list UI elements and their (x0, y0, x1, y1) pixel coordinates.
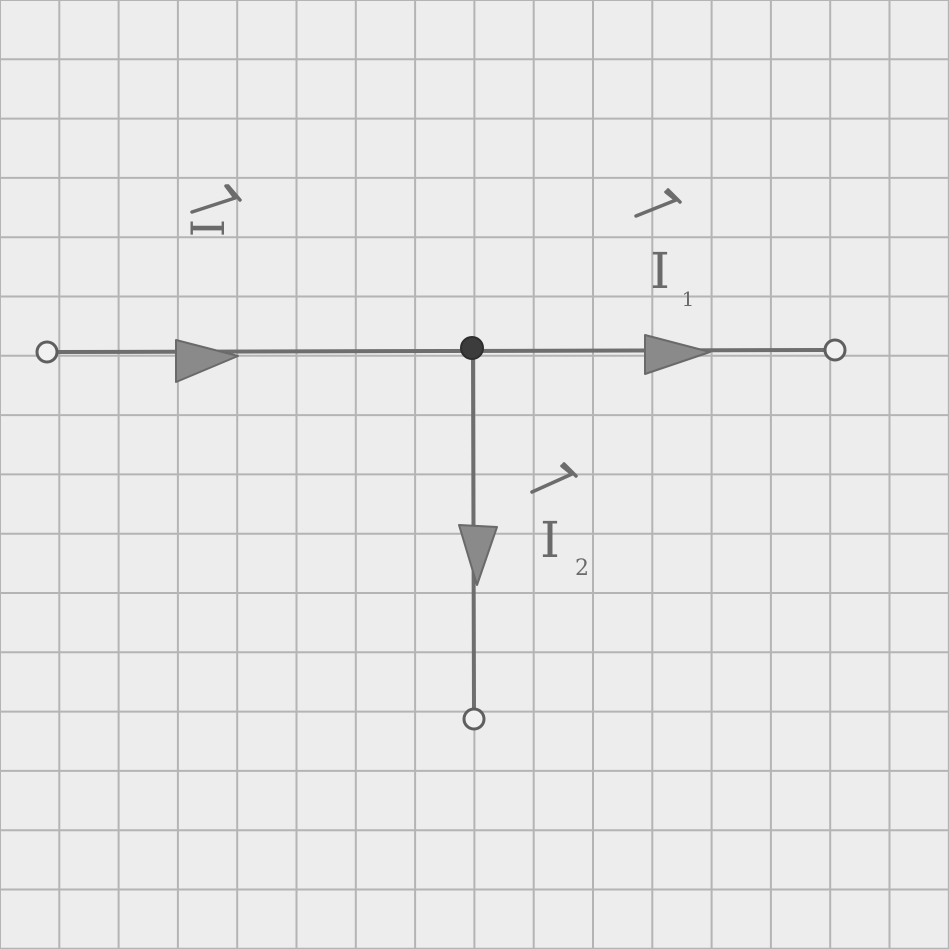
branch2-current-symbol: I (540, 511, 560, 569)
input-current-vector-mark (190, 184, 242, 214)
horizontal-wire (55, 348, 829, 354)
branch2-current-subscript: 2 (575, 556, 589, 581)
input-current-arrow (175, 339, 239, 383)
branch2-current-arrow (458, 524, 498, 586)
branch1-current-label: I 1 (634, 188, 695, 311)
input-current-label: I (181, 219, 235, 237)
branch2-terminal (462, 707, 486, 731)
branch2-current-vector-mark (530, 462, 578, 494)
input-terminal (35, 340, 59, 364)
branch2-current-label: I 2 (530, 462, 589, 581)
branch1-terminal (823, 338, 847, 362)
branch1-current-subscript: 1 (682, 287, 695, 311)
junction-node (460, 336, 484, 360)
branch1-current-arrow (644, 334, 711, 375)
branch1-current-vector-mark (634, 188, 682, 218)
input-current-symbol: I (181, 219, 235, 237)
branch1-current-symbol: I (650, 242, 670, 300)
